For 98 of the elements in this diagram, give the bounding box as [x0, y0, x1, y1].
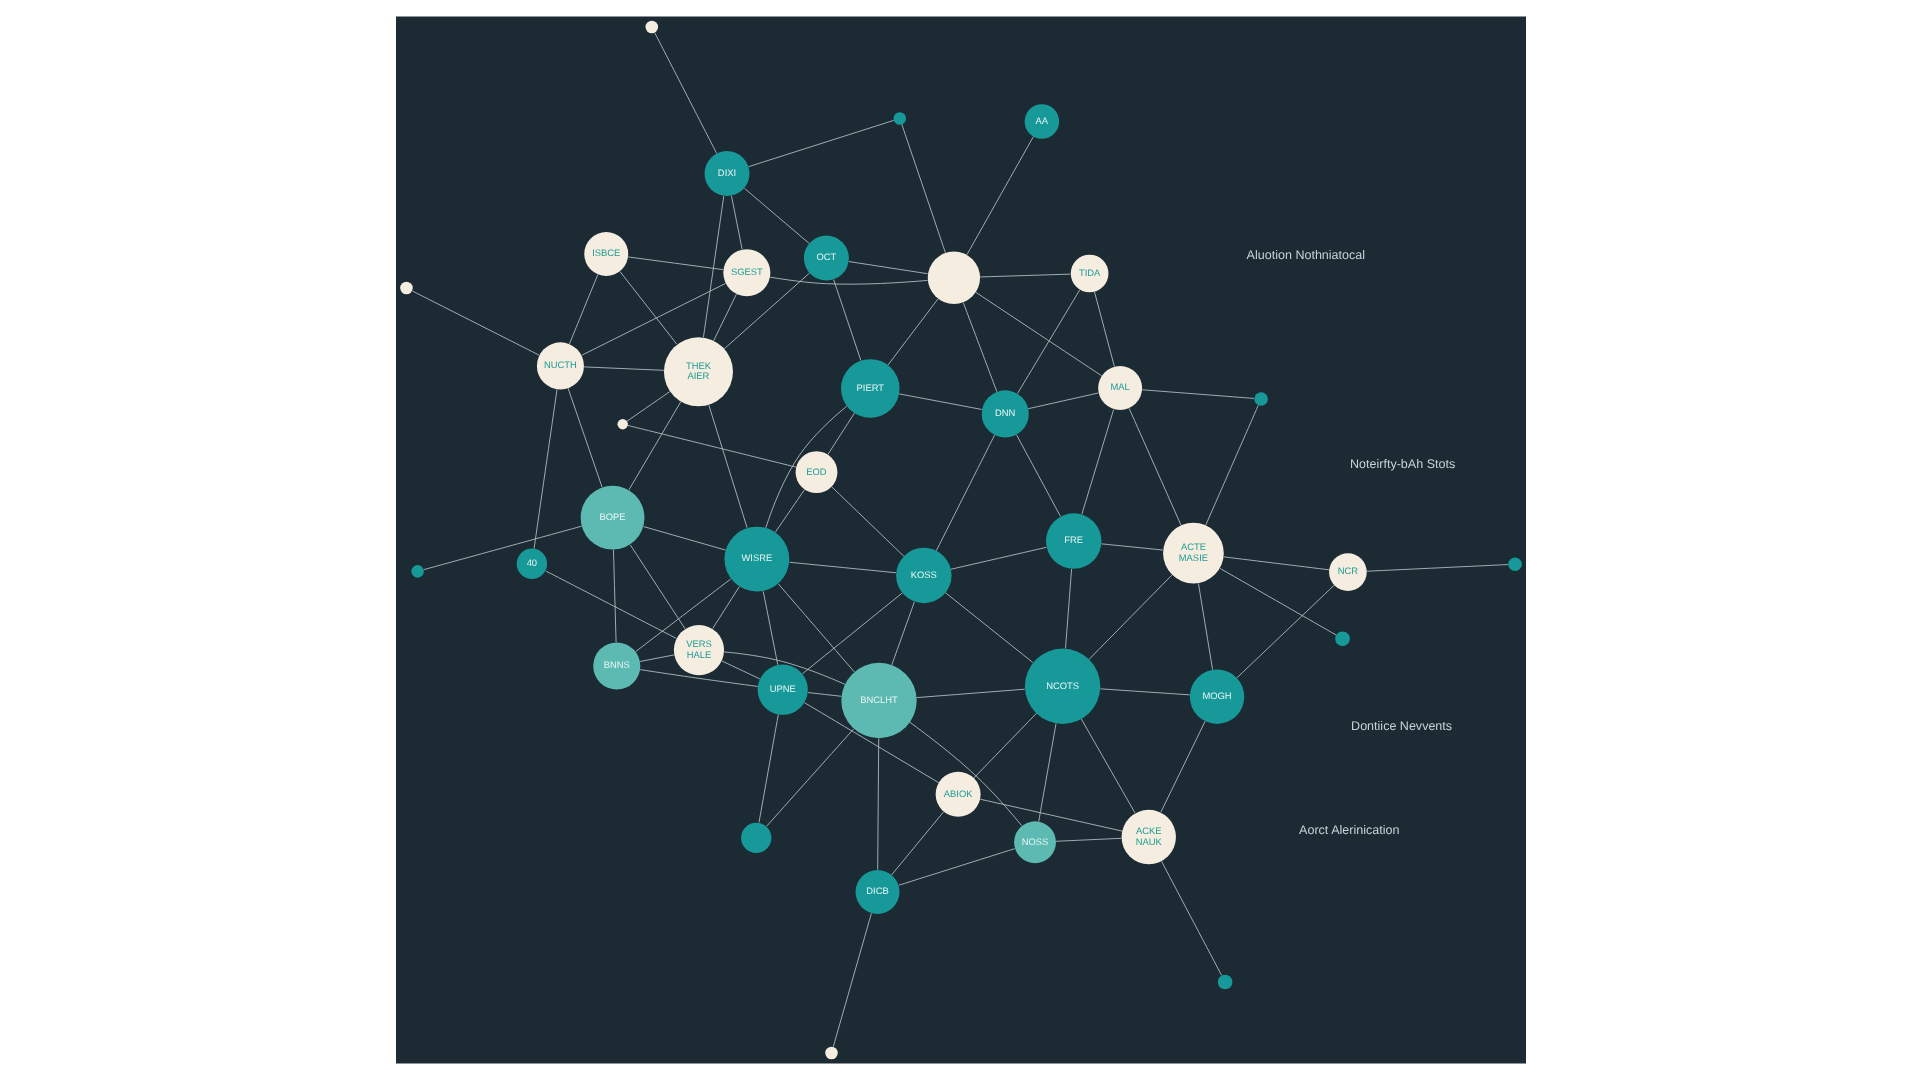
- connector: [847, 261, 928, 275]
- connector: [1093, 291, 1114, 367]
- connector: [897, 393, 982, 410]
- connector: [642, 526, 725, 551]
- connector: [1100, 543, 1163, 551]
- connector: [934, 434, 995, 551]
- connector: [1140, 389, 1254, 399]
- connector: [410, 290, 539, 356]
- connector: [972, 712, 1036, 779]
- connector: [915, 688, 1025, 699]
- connector: [567, 274, 598, 345]
- connector: [707, 404, 747, 529]
- connector: [765, 728, 854, 827]
- node-circle: [926, 251, 980, 304]
- connector: [1099, 688, 1190, 696]
- connector: [1365, 564, 1508, 572]
- connector: [544, 570, 676, 639]
- connector: [949, 546, 1046, 570]
- connector: [638, 654, 674, 662]
- connector: [653, 32, 717, 154]
- node-circle: [410, 565, 423, 578]
- connector: [908, 721, 1022, 827]
- connector: [422, 525, 582, 571]
- node-circle: [1334, 631, 1349, 647]
- connector: [806, 692, 841, 697]
- connector: [757, 714, 778, 823]
- connector: [626, 256, 723, 271]
- connector: [1064, 568, 1071, 649]
- connector: [720, 660, 760, 680]
- connector: [580, 282, 726, 356]
- node-circle: [644, 20, 658, 34]
- connector: [944, 592, 1033, 663]
- connector: [628, 544, 685, 630]
- connector: [1235, 584, 1334, 679]
- node-circle: [1253, 392, 1267, 406]
- connector: [761, 590, 778, 666]
- connector: [776, 583, 854, 673]
- node-circle: [616, 418, 627, 430]
- connector: [1222, 556, 1329, 571]
- connector: [774, 489, 804, 533]
- connector: [897, 848, 1015, 886]
- connector: [626, 425, 796, 468]
- connector: [638, 669, 758, 687]
- connector: [1218, 568, 1336, 636]
- connector: [582, 366, 664, 371]
- connector: [712, 293, 736, 342]
- connector: [961, 302, 997, 393]
- connector: [1015, 434, 1060, 517]
- connector: [832, 279, 861, 361]
- connector: [800, 592, 902, 675]
- connector: [722, 651, 845, 685]
- connector: [625, 391, 670, 422]
- connector: [1197, 583, 1213, 671]
- connector: [978, 273, 1070, 278]
- connector: [1037, 723, 1056, 822]
- connector: [1087, 574, 1172, 660]
- connector: [900, 124, 945, 254]
- node-circle: [1216, 974, 1232, 990]
- connector: [1127, 407, 1181, 526]
- connector: [1016, 289, 1080, 394]
- connector: [886, 298, 938, 366]
- connector: [532, 388, 557, 549]
- connector: [722, 272, 809, 350]
- connector: [702, 195, 724, 338]
- connector: [743, 188, 809, 244]
- connector: [1079, 718, 1135, 814]
- node-circle: [892, 112, 906, 125]
- connector: [1204, 404, 1258, 526]
- connector: [747, 119, 894, 168]
- node-circle: [740, 822, 771, 854]
- connector: [711, 586, 739, 629]
- connector: [764, 405, 847, 529]
- connector: [890, 601, 914, 666]
- connector: [1080, 409, 1114, 515]
- connector: [1160, 860, 1221, 976]
- connector: [978, 798, 1122, 832]
- node-circle: [1507, 557, 1521, 572]
- node-circle: [824, 1046, 837, 1060]
- connector: [890, 811, 944, 876]
- connector: [876, 738, 879, 871]
- node-circle: [399, 281, 412, 295]
- connector: [826, 412, 854, 455]
- connector: [566, 387, 602, 488]
- connector: [634, 578, 731, 652]
- connector: [830, 486, 904, 557]
- connector: [730, 195, 742, 250]
- connector: [788, 561, 896, 574]
- connector: [627, 401, 681, 491]
- connector: [1054, 837, 1121, 842]
- connector: [965, 136, 1033, 256]
- connector: [803, 702, 939, 784]
- connector: [618, 270, 677, 345]
- connector: [768, 276, 927, 285]
- connector: [831, 912, 871, 1048]
- connector: [612, 549, 616, 643]
- connector: [1026, 392, 1098, 410]
- connector: [974, 292, 1101, 377]
- connector: [1159, 720, 1205, 813]
